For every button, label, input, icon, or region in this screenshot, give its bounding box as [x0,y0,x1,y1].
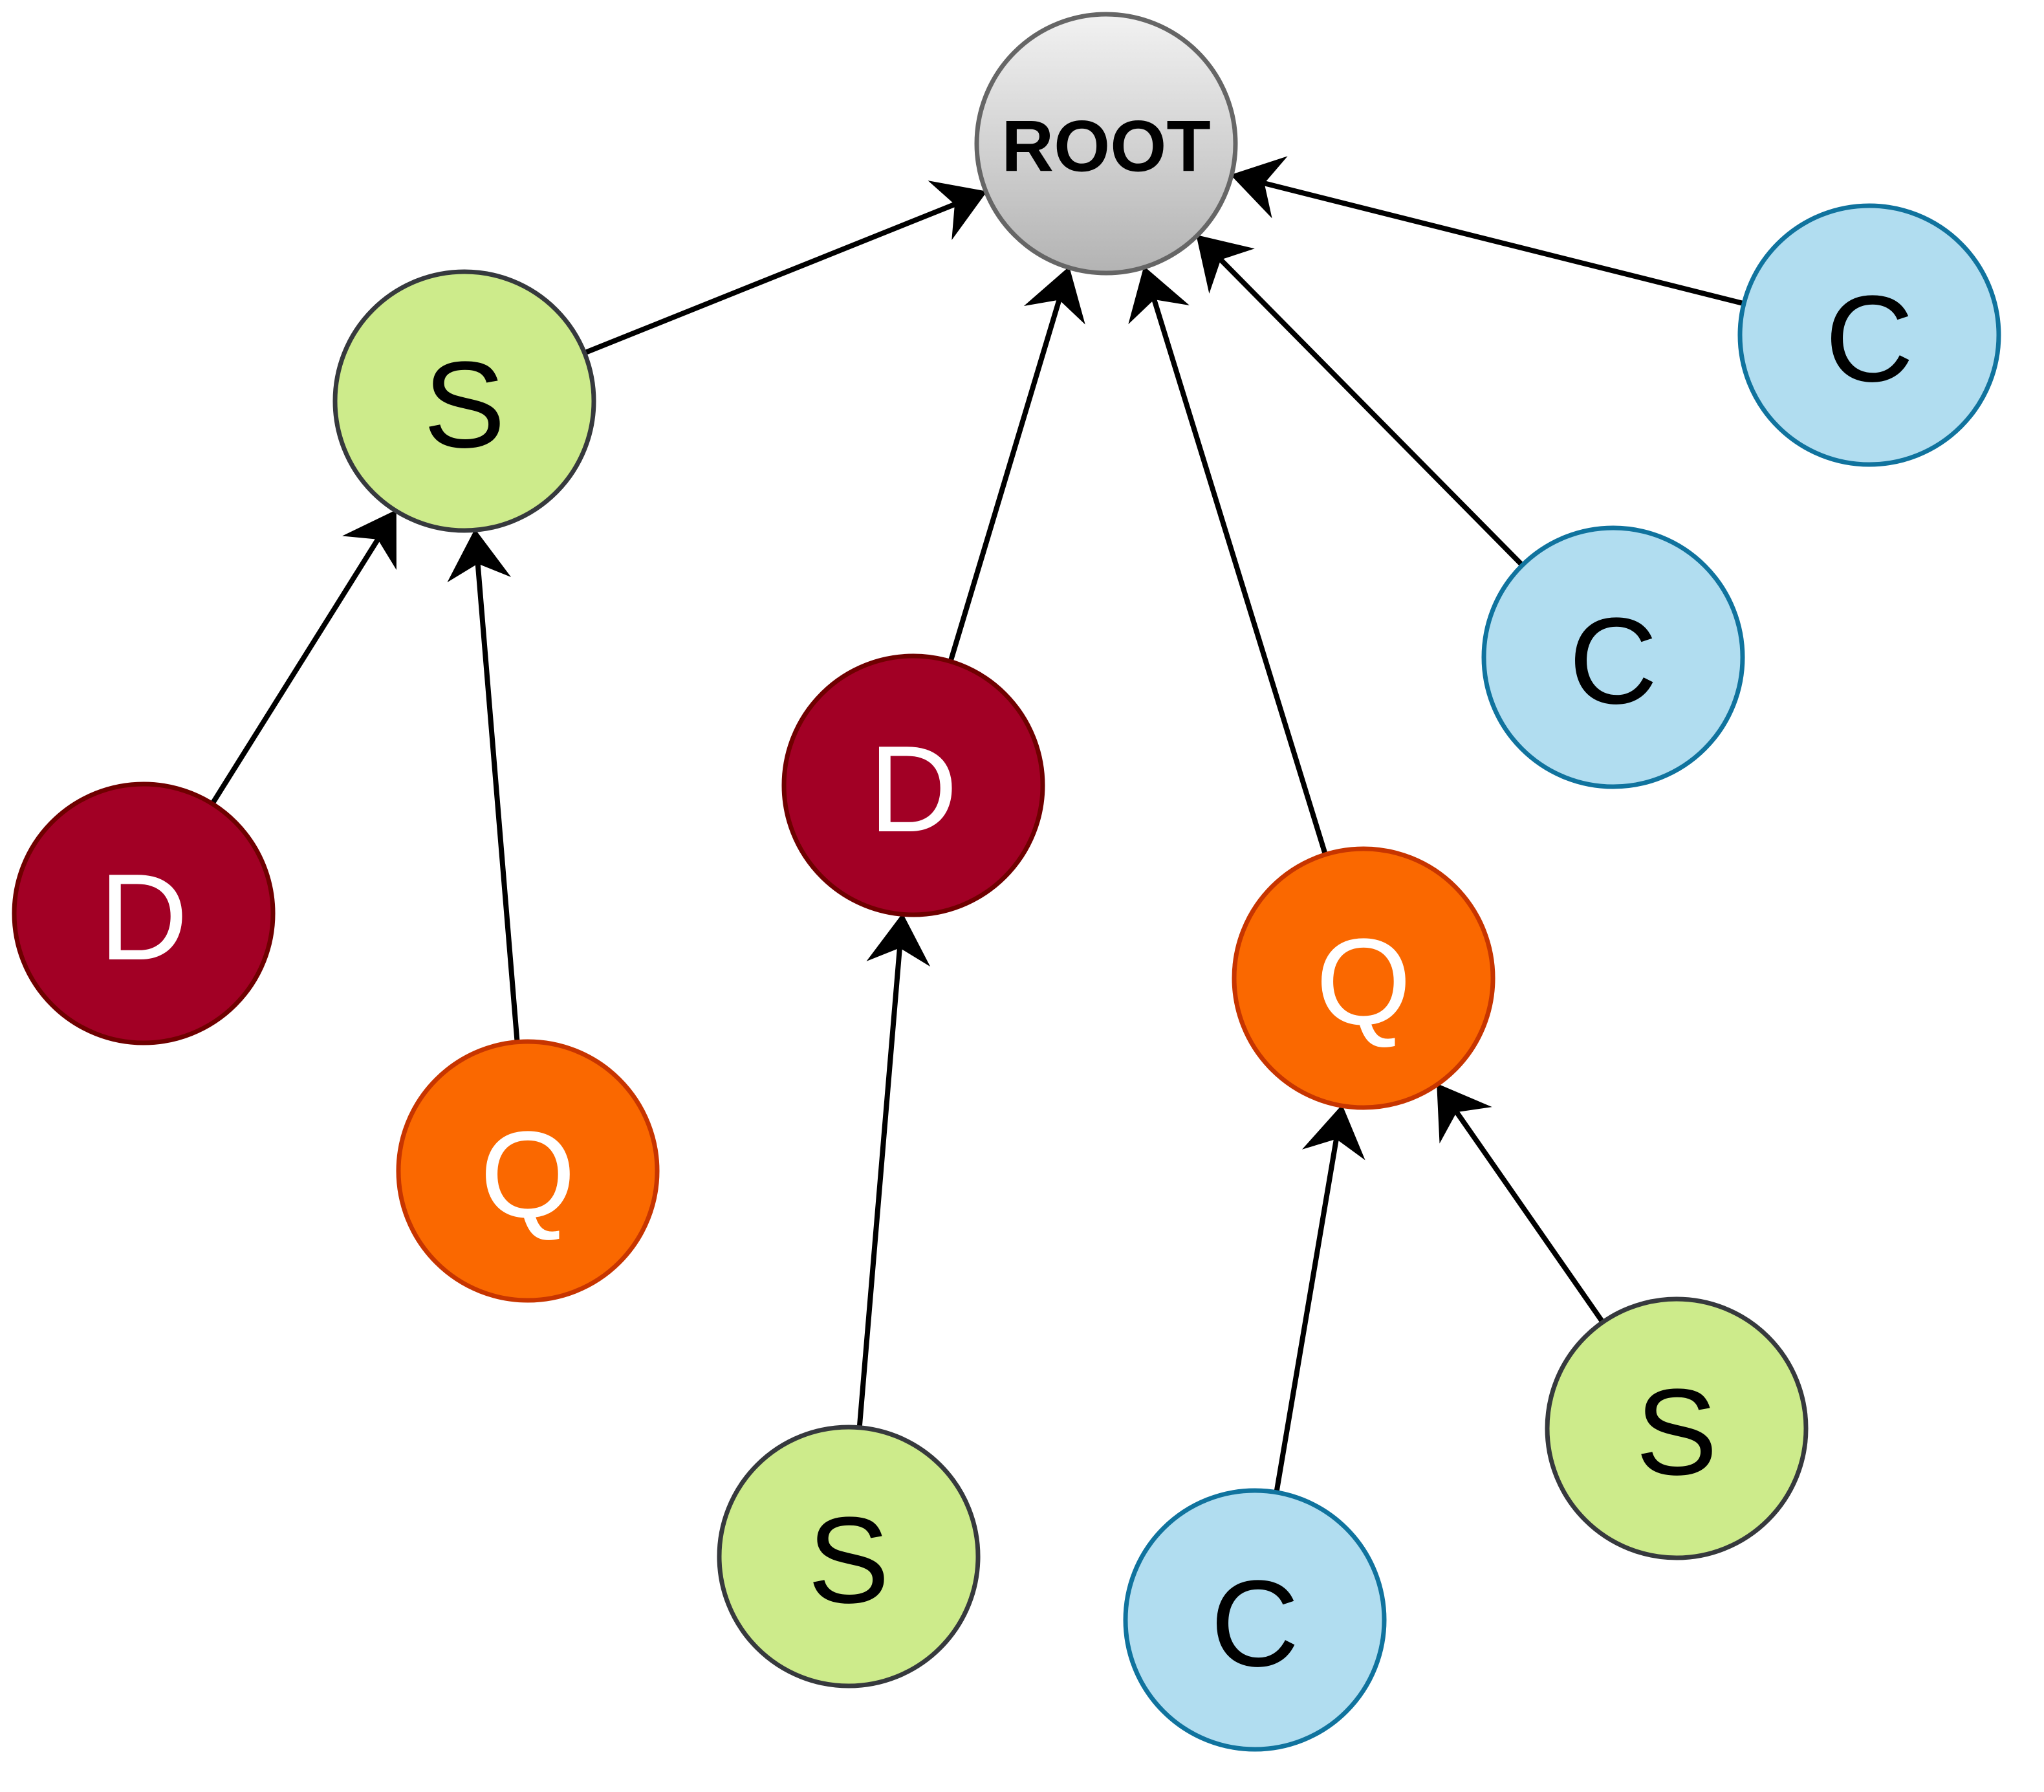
edge-line [948,298,1062,662]
node-c3: C [1737,203,2001,467]
edge-line [1262,180,1745,307]
edge-c1-to-q2 [1274,1104,1365,1493]
node-root: ROOT [974,12,1238,276]
arrowhead [1230,156,1288,219]
arrowhead [1437,1083,1492,1144]
edge-line [1453,1109,1605,1324]
arrowhead [1301,1104,1365,1161]
node-s3: S [1545,1296,1809,1560]
node-label: S [424,336,506,474]
node-label: Q [1316,913,1411,1051]
node-circle [1545,1296,1809,1560]
node-circle [332,269,596,533]
edge-line [210,536,381,805]
node-circle [1737,203,2001,467]
edge-line [583,201,957,356]
arrowhead [866,913,931,967]
node-circle [717,1425,981,1688]
edge-line [856,946,903,1428]
edge-line [1217,257,1525,567]
arrowhead [1196,235,1255,294]
arrowhead [342,510,397,571]
edge-c3-to-root [1230,156,1745,307]
node-label: ROOT [1001,106,1211,187]
edges [210,156,1745,1493]
edge-q2-to-root [1128,266,1328,856]
arrowhead [1023,266,1085,325]
edge-line [1274,1137,1340,1493]
node-circle [396,1039,660,1303]
nodes: ROOT S D Q D S Q C S C C [12,12,2001,1752]
node-label: D [99,849,188,986]
node-q2: Q [1232,846,1495,1110]
node-label: D [869,721,957,858]
arrowhead [1128,266,1190,325]
node-circle [1481,525,1745,789]
arrowhead [928,180,987,241]
edge-line [1151,297,1328,856]
edge-s2-to-d2 [856,913,931,1428]
node-label: S [808,1492,890,1629]
node-circle [974,12,1238,276]
node-s2: S [717,1425,981,1688]
node-d1: D [12,781,276,1045]
edge-q1-to-s1 [447,529,520,1043]
arrowhead [447,529,512,583]
node-circle [1123,1488,1387,1752]
node-label: Q [480,1106,576,1243]
edge-d2-to-root [948,266,1085,662]
node-label: C [1210,1555,1299,1692]
edge-c2-to-root [1196,235,1525,567]
node-c2: C [1481,525,1745,789]
edge-s1-to-root [583,180,987,356]
node-circle [781,653,1045,917]
node-d2: D [781,653,1045,917]
edge-line [475,562,520,1043]
node-label: C [1825,270,1913,408]
edge-s3-to-q2 [1437,1083,1605,1324]
node-s1: S [332,269,596,533]
node-c1: C [1123,1488,1387,1752]
node-q1: Q [396,1039,660,1303]
node-circle [1232,846,1495,1110]
node-label: C [1569,593,1657,730]
node-label: S [1636,1364,1718,1501]
node-circle [12,781,276,1045]
edge-d1-to-s1 [210,510,397,805]
